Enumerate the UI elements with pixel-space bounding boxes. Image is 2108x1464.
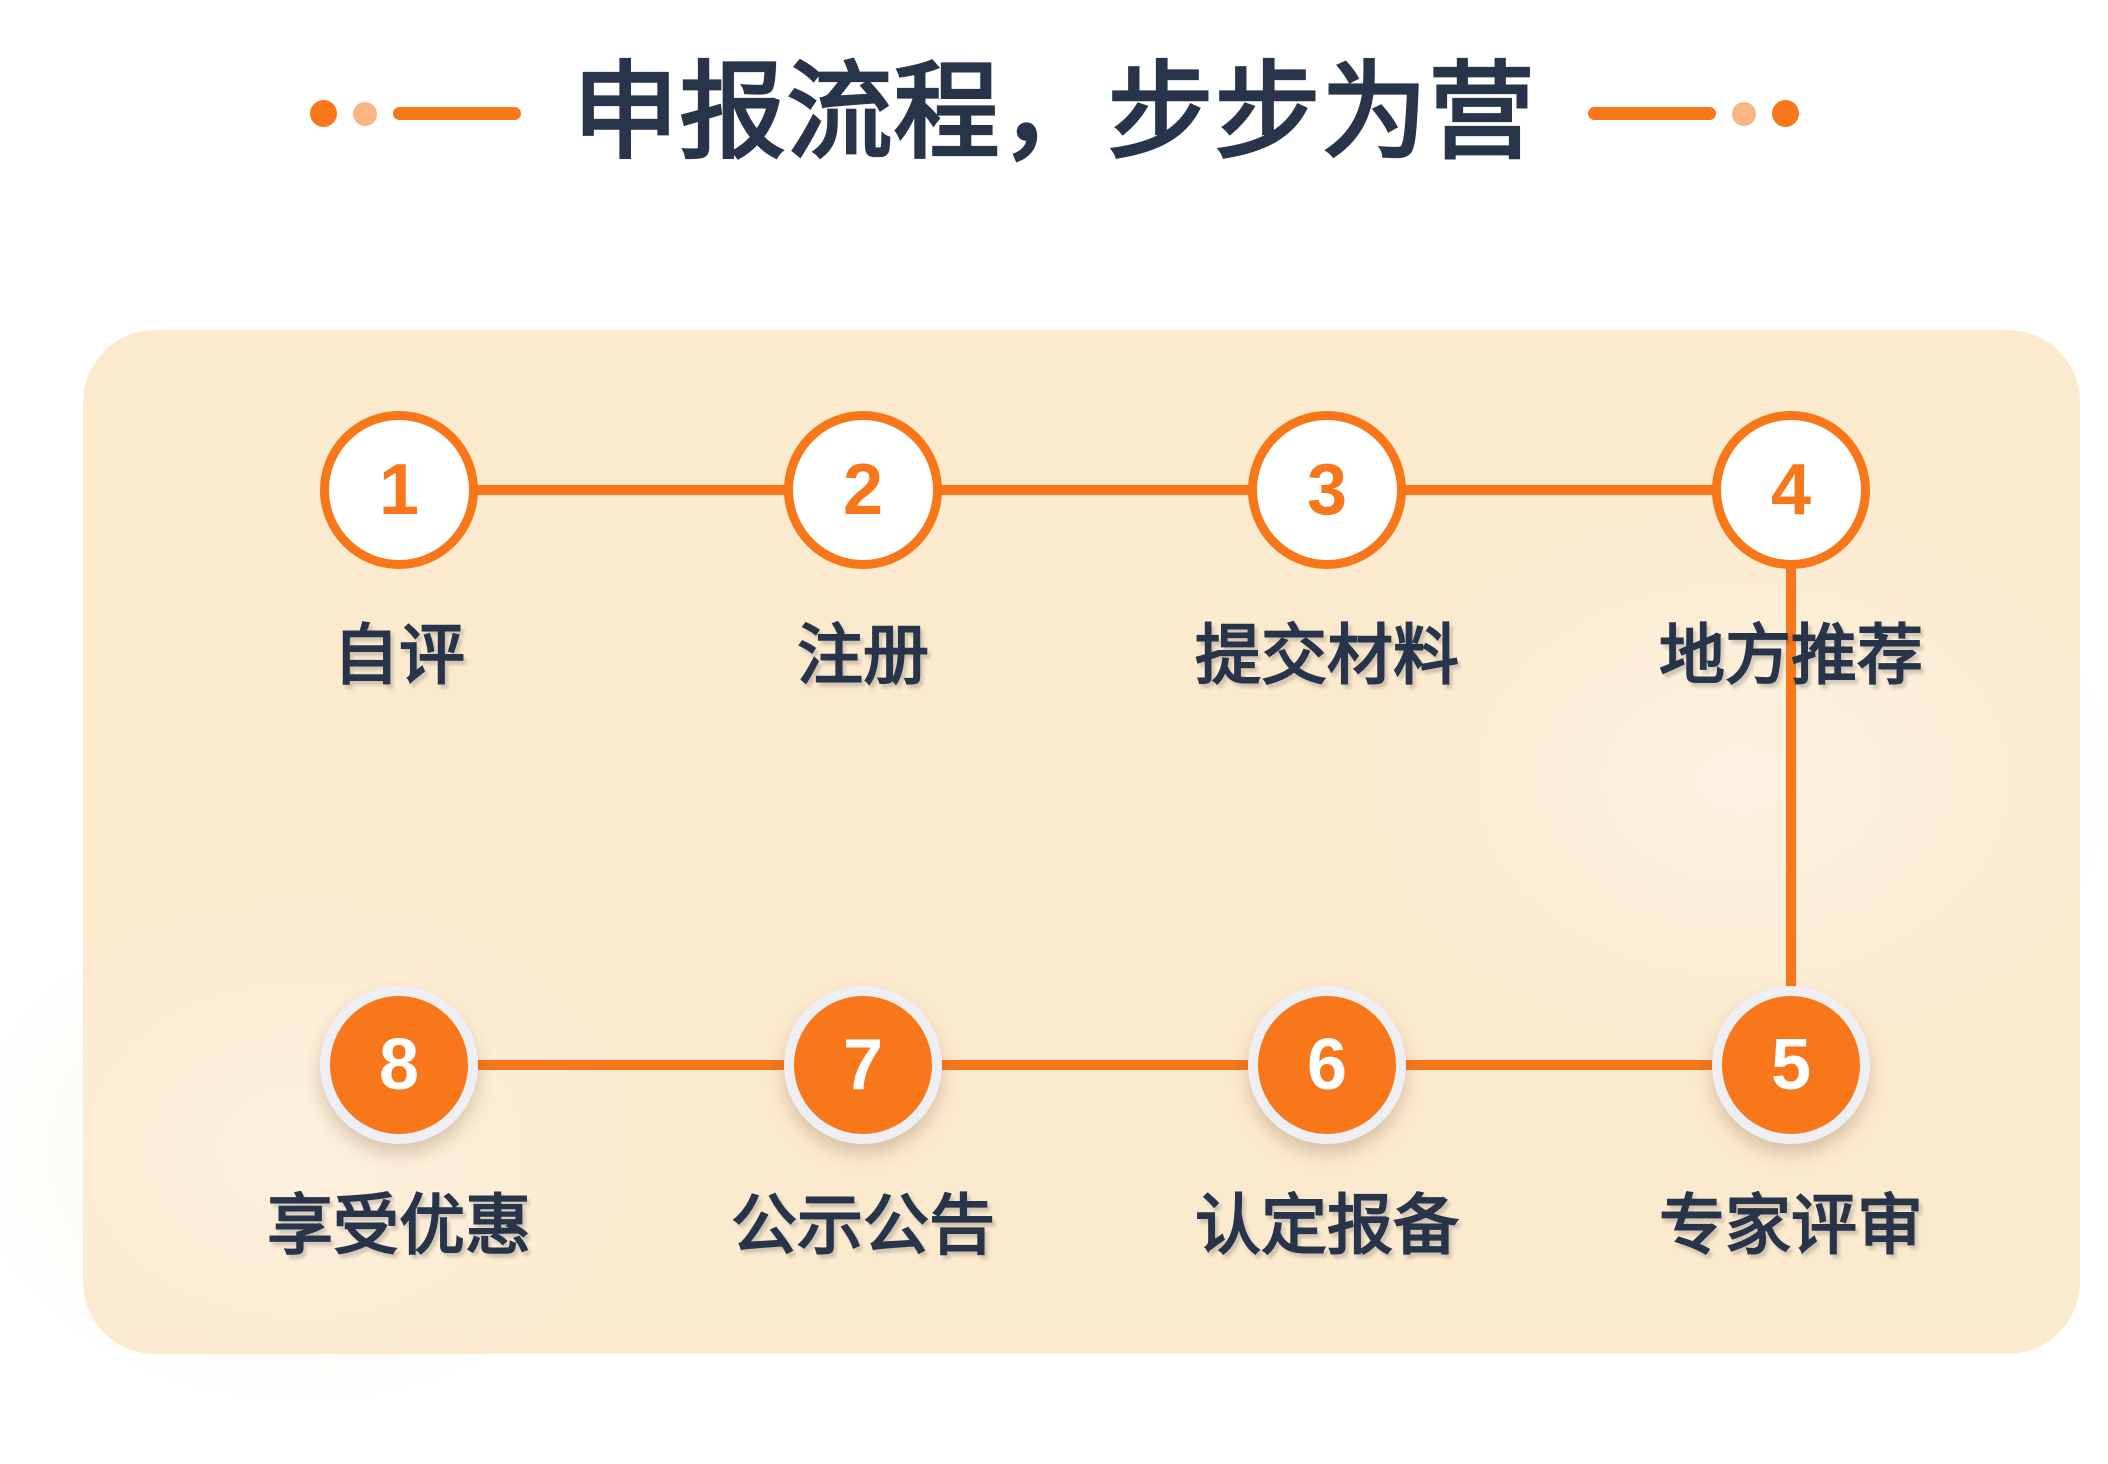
light-dot-icon [352,101,377,126]
step-label-3: 提交材料 [1195,618,1459,692]
connector-step5-step6 [1327,1060,1791,1070]
step-node-8: 8 [320,986,478,1144]
step-number: 5 [1770,1025,1812,1105]
step-number: 3 [1306,450,1348,530]
step-label-6: 认定报备 [1195,1188,1459,1262]
page-title: 申报流程，步步为营 [572,54,1536,172]
step-label-7: 公示公告 [731,1188,995,1262]
title-decoration-right [1587,100,1799,128]
connector-step4-step5 [1786,490,1796,1065]
step-node-4: 4 [1712,411,1870,569]
title-decoration-left [309,100,521,128]
step-label-5: 专家评审 [1659,1188,1923,1262]
connector-step1-step2 [399,485,863,495]
step-label-8: 享受优惠 [267,1188,531,1262]
card-highlight [0,890,643,1410]
step-number: 1 [378,450,420,530]
solid-dot-icon [309,100,337,128]
title-row: 申报流程，步步为营 [0,54,2108,172]
step-number: 8 [378,1025,420,1105]
card-highlight [1363,500,2108,1060]
solid-dot-icon [1771,100,1799,128]
step-number: 7 [842,1025,884,1105]
step-node-1: 1 [320,411,478,569]
step-node-2: 2 [784,411,942,569]
step-number: 6 [1306,1025,1348,1105]
step-number: 4 [1770,450,1812,530]
step-node-7: 7 [784,986,942,1144]
step-label-4: 地方推荐 [1659,618,1923,692]
step-label-2: 注册 [797,618,929,692]
step-node-6: 6 [1248,986,1406,1144]
decoration-bar [1587,107,1716,121]
step-node-5: 5 [1712,986,1870,1144]
connector-step6-step7 [863,1060,1327,1070]
connector-step3-step4 [1327,485,1791,495]
light-dot-icon [1731,101,1756,126]
step-node-3: 3 [1248,411,1406,569]
connector-step2-step3 [863,485,1327,495]
step-label-1: 自评 [333,618,465,692]
step-number: 2 [842,450,884,530]
decoration-bar [392,107,521,121]
